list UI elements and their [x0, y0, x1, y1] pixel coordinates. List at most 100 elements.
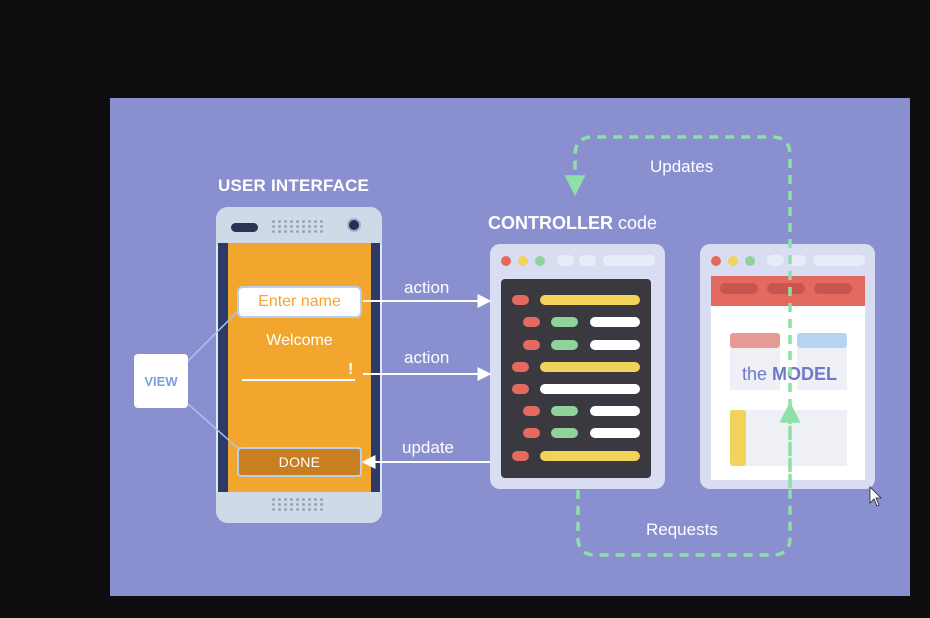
speaker-hole: [320, 503, 323, 506]
action-label-2: action: [404, 348, 450, 367]
window-close-dot-icon: [501, 256, 511, 266]
speaker-hole: [302, 220, 305, 223]
code-line-bar: [590, 406, 640, 416]
model-card: [730, 348, 780, 390]
speaker-hole: [272, 508, 275, 511]
speaker-hole: [284, 220, 287, 223]
updates-dashed-loop: [564, 135, 792, 488]
code-line-marker: [523, 317, 540, 327]
done-button[interactable]: DONE: [237, 447, 362, 477]
speaker-hole: [284, 503, 287, 506]
speaker-hole: [278, 498, 281, 501]
window-address-bar: [813, 255, 865, 266]
speaker-hole: [290, 225, 293, 228]
view-connector-bottom: [187, 403, 241, 451]
speaker-hole: [302, 225, 305, 228]
welcome-text: Welcome: [266, 332, 333, 349]
speaker-hole: [314, 225, 317, 228]
controller-label-bold: CONTROLLER: [488, 213, 613, 233]
speaker-hole: [278, 508, 281, 511]
user-interface-label: USER INTERFACE: [218, 176, 370, 195]
speaker-hole: [290, 503, 293, 506]
window-toolbar-pill: [557, 255, 574, 266]
code-line-bar: [590, 317, 640, 327]
code-line-marker: [512, 295, 529, 305]
view-box: VIEW: [134, 354, 188, 408]
code-line-bar: [540, 362, 640, 372]
update-label: update: [402, 438, 454, 457]
speaker-hole: [308, 508, 311, 511]
speaker-hole: [320, 508, 323, 511]
model-card-header: [797, 333, 847, 348]
phone-sensor-icon: [231, 223, 258, 232]
mouse-cursor-icon: [869, 486, 882, 507]
speaker-hole: [284, 508, 287, 511]
controller-label: CONTROLLER code: [488, 213, 657, 234]
speaker-hole: [284, 498, 287, 501]
speaker-hole: [308, 225, 311, 228]
speaker-hole: [290, 230, 293, 233]
speaker-hole: [290, 508, 293, 511]
speaker-hole: [320, 220, 323, 223]
code-line-bar: [540, 295, 640, 305]
speaker-hole: [320, 230, 323, 233]
window-minimize-dot-icon: [518, 256, 528, 266]
speaker-hole: [296, 498, 299, 501]
speaker-hole: [272, 230, 275, 233]
speaker-hole: [314, 230, 317, 233]
window-minimize-dot-icon: [728, 256, 738, 266]
code-line-marker: [512, 362, 529, 372]
requests-dashed-loop: [576, 401, 801, 557]
speaker-hole: [284, 225, 287, 228]
model-card: [797, 348, 847, 390]
model-card-header: [730, 333, 780, 348]
speaker-hole: [320, 225, 323, 228]
speaker-hole: [278, 230, 281, 233]
code-line-token: [551, 406, 578, 416]
model-nav-pill: [767, 283, 805, 294]
speaker-hole: [308, 220, 311, 223]
code-line-marker: [523, 428, 540, 438]
enter-name-input[interactable]: Enter name: [237, 286, 362, 318]
exclamation-mark: !: [348, 361, 354, 378]
window-toolbar-pill: [767, 255, 784, 266]
speaker-hole: [302, 498, 305, 501]
speaker-hole: [302, 230, 305, 233]
speaker-hole: [314, 508, 317, 511]
code-line-marker: [523, 406, 540, 416]
speaker-hole: [272, 503, 275, 506]
speaker-hole: [278, 503, 281, 506]
speaker-hole: [290, 220, 293, 223]
code-line-bar: [540, 384, 640, 394]
model-nav-pill: [720, 283, 758, 294]
updates-label: Updates: [650, 157, 714, 176]
code-line-bar: [590, 428, 640, 438]
speaker-hole: [296, 220, 299, 223]
speaker-hole: [272, 220, 275, 223]
phone-camera-icon: [347, 218, 361, 232]
code-line-marker: [523, 340, 540, 350]
speaker-hole: [296, 508, 299, 511]
view-connector-top: [187, 311, 238, 362]
speaker-hole: [314, 498, 317, 501]
model-label-prefix: the: [742, 364, 773, 384]
speaker-hole: [278, 225, 281, 228]
window-maximize-dot-icon: [535, 256, 545, 266]
speaker-hole: [314, 503, 317, 506]
code-line-marker: [512, 451, 529, 461]
requests-label: Requests: [646, 520, 718, 539]
speaker-hole: [296, 230, 299, 233]
window-close-dot-icon: [711, 256, 721, 266]
speaker-hole: [320, 498, 323, 501]
speaker-hole: [296, 225, 299, 228]
code-line-token: [551, 317, 578, 327]
code-line-bar: [540, 451, 640, 461]
name-output-line: [242, 379, 355, 381]
model-nav-pill: [814, 283, 852, 294]
controller-label-rest: code: [613, 213, 658, 233]
code-line-token: [551, 340, 578, 350]
window-address-bar: [603, 255, 655, 266]
code-line-bar: [590, 340, 640, 350]
window-toolbar-pill: [579, 255, 596, 266]
